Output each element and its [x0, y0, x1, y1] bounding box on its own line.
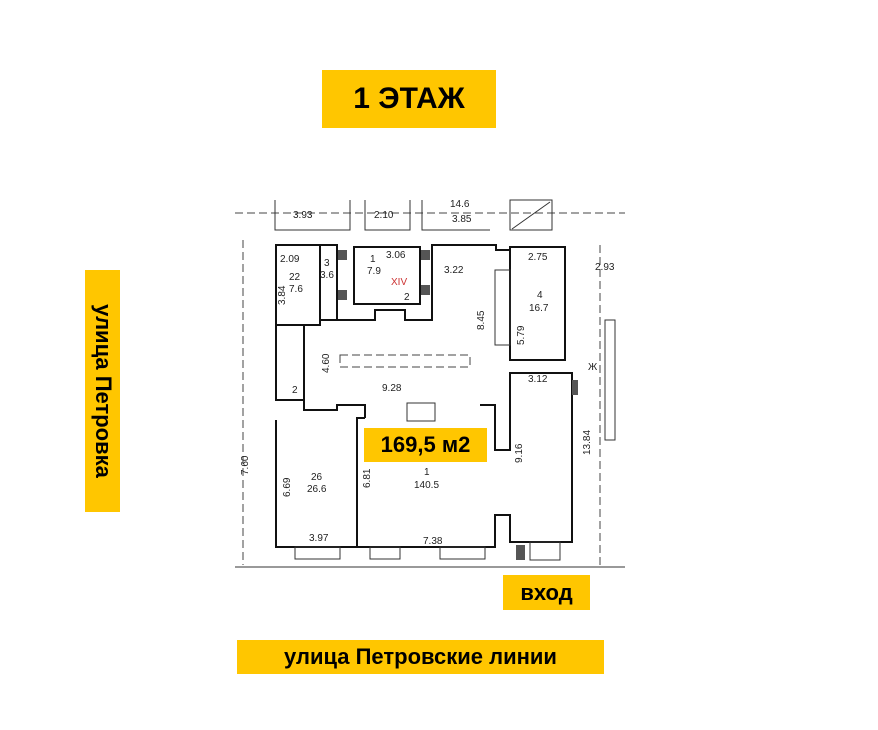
- dimension-label: 13.84: [582, 430, 593, 455]
- entrance-label: вход: [503, 575, 590, 610]
- staircase-mark: XIV: [391, 277, 407, 288]
- dimension-label: 2.09: [280, 254, 300, 265]
- dimension-label: 6.81: [362, 468, 373, 488]
- dimension-label: 3.97: [309, 533, 329, 544]
- dimension-label: 9.16: [514, 443, 525, 463]
- room-number: 22: [289, 272, 301, 283]
- room-area: 7.9: [367, 266, 381, 277]
- room-area: 140.5: [414, 480, 439, 491]
- floor-title: 1 ЭТАЖ: [322, 70, 496, 128]
- room-number: 1: [370, 254, 376, 265]
- dimension-label: 4.60: [321, 353, 332, 373]
- dimension-label: 3.93: [293, 210, 313, 221]
- dimension-label: 3.12: [528, 374, 548, 385]
- room-area: 3.6: [320, 270, 334, 281]
- room-number: 26: [311, 472, 323, 483]
- dimension-label: 2.93: [595, 262, 615, 273]
- dimension-label: 7.38: [423, 536, 443, 547]
- dimension-label: 3.22: [444, 265, 464, 276]
- street-label-left: улица Петровка: [85, 270, 120, 512]
- dimension-label: 14.6: [450, 199, 470, 210]
- total-area-label: 169,5 м2: [364, 428, 487, 462]
- street-label-bottom: улица Петровские линии: [237, 640, 604, 674]
- room-area: 26.6: [307, 484, 327, 495]
- dimension-label: 3.85: [452, 214, 472, 225]
- mark: 2: [292, 385, 298, 396]
- dimension-label: 9.28: [382, 383, 402, 394]
- room-area: 7.6: [289, 284, 303, 295]
- mark: 2: [404, 292, 410, 303]
- dimension-label: 2.10: [374, 210, 394, 221]
- room-number: 1: [424, 467, 430, 478]
- room-number: 4: [537, 290, 543, 301]
- room-area: 16.7: [529, 303, 549, 314]
- dimension-label: 2.75: [528, 252, 548, 263]
- dimension-label: 3.06: [386, 250, 406, 261]
- dimension-label: 3.84: [277, 285, 288, 305]
- mark: Ж: [588, 362, 598, 373]
- dimension-label: 8.45: [476, 310, 487, 330]
- dimension-label: 6.69: [282, 477, 293, 497]
- dimension-label: 7.60: [240, 455, 251, 475]
- room-number: 3: [324, 258, 330, 269]
- dimension-label: 5.79: [516, 325, 527, 345]
